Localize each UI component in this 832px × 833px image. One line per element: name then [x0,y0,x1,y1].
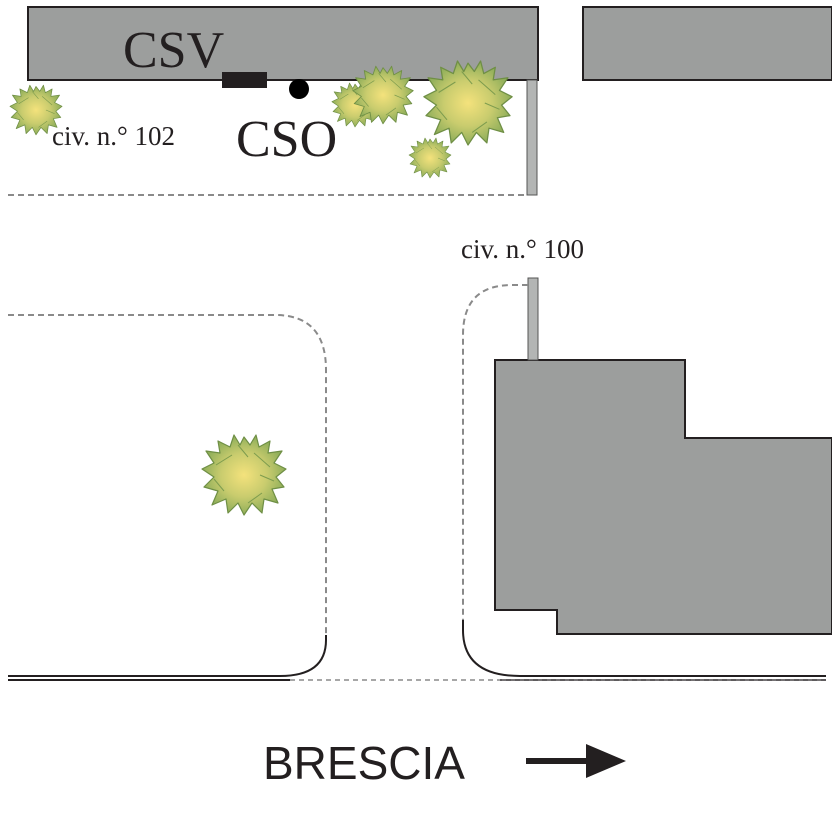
curb-left-block [8,314,327,635]
curb-left-block-solid [8,635,327,677]
tree-icon [408,137,452,179]
rectangle-marker-icon [222,72,267,88]
building-bottom-right [494,359,832,635]
curb-right-block-solid [462,620,826,677]
building-top-right [582,6,832,81]
pole-bottom [527,277,539,361]
label-csv: CSV [123,22,224,79]
label-civ-102: civ. n.° 102 [52,121,175,151]
tree-icon [201,434,287,516]
curb-right-block [462,284,528,620]
label-cso: CSO [236,111,337,168]
dot-marker-icon [289,79,309,99]
arrow-right-icon [526,744,626,778]
pole-top [526,79,538,196]
direction-label: BRESCIA [263,737,465,789]
label-civ-100: civ. n.° 100 [461,234,584,264]
building-top-left [27,6,539,81]
